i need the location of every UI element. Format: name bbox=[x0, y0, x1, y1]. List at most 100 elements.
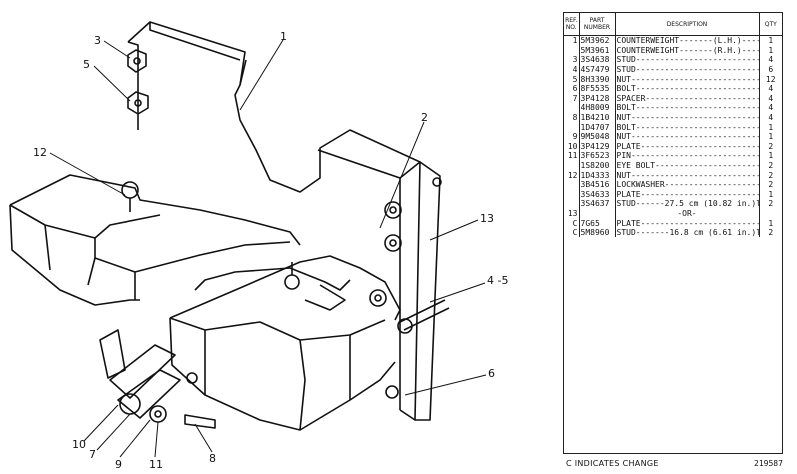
part-number-cell: 3B4516 bbox=[579, 179, 616, 190]
ref-cell: 4 bbox=[564, 64, 580, 75]
table-row: 13-OR- bbox=[564, 208, 782, 219]
ref-cell: 9 bbox=[564, 131, 580, 142]
part-number-cell: 8H3390 bbox=[579, 74, 616, 84]
part-number-cell: 9M5048 bbox=[579, 131, 616, 142]
description-cell: PLATE--------------------------- bbox=[615, 189, 760, 200]
description-cell: STUD---------------------------- bbox=[615, 55, 760, 65]
part-number-cell: 1D4333 bbox=[579, 170, 616, 180]
ref-cell bbox=[564, 45, 580, 56]
qty-cell: 1 bbox=[768, 122, 774, 132]
ref-cell bbox=[564, 199, 580, 209]
description-cell: NUT----------------------------- bbox=[615, 74, 760, 84]
part-number-cell: 5M8960 bbox=[579, 227, 616, 238]
description-cell: COUNTERWEIGHT-------(R.H.)------ bbox=[615, 45, 760, 56]
part-number-cell: 3P4129 bbox=[579, 141, 616, 152]
ref-cell: 1 bbox=[564, 35, 580, 46]
ref-cell: 7 bbox=[564, 93, 580, 104]
qty-cell: 1 bbox=[768, 36, 774, 46]
description-cell: LOCKWASHER---------------------- bbox=[615, 179, 760, 190]
part-number-cell: 3S4638 bbox=[579, 55, 616, 65]
callout-5: 5 bbox=[83, 58, 90, 71]
part-number-cell: 3F6523 bbox=[579, 151, 616, 161]
description-cell: STUD---------------------------- bbox=[615, 64, 760, 75]
qty-cell: 2 bbox=[768, 199, 774, 209]
callout-8: 8 bbox=[209, 452, 216, 465]
qty-cell: 12 bbox=[765, 74, 776, 84]
leader-lines bbox=[49, 39, 487, 458]
description-cell: COUNTERWEIGHT-------(L.H.)------ bbox=[615, 35, 760, 46]
qty-cell: 4 bbox=[768, 113, 774, 123]
description-cell: BOLT---------------------------- bbox=[615, 83, 760, 94]
description-cell: SPACER-------------------------- bbox=[615, 93, 760, 104]
qty-cell: 4 bbox=[768, 55, 774, 65]
header-qty: QTY bbox=[759, 13, 782, 36]
ref-cell: 10 bbox=[564, 141, 580, 152]
ref-cell bbox=[564, 103, 580, 113]
part-number-cell: 1S8200 bbox=[579, 160, 616, 171]
qty-cell bbox=[759, 209, 782, 219]
ref-cell: C bbox=[564, 227, 580, 238]
part-number-cell: 4S7479 bbox=[579, 64, 616, 75]
qty-cell: 2 bbox=[768, 228, 774, 238]
header-part-number: PART NUMBER bbox=[579, 13, 616, 36]
part-number-cell: 3P4128 bbox=[579, 93, 616, 104]
header-description: DESCRIPTION bbox=[615, 13, 760, 36]
qty-cell: 4 bbox=[768, 93, 774, 103]
qty-cell: 2 bbox=[768, 180, 774, 190]
part-number-cell: 5M3961 bbox=[579, 45, 616, 56]
part-number-cell: 1B4210 bbox=[579, 112, 616, 123]
description-cell: NUT----------------------------- bbox=[615, 170, 760, 180]
qty-cell: 1 bbox=[768, 45, 774, 55]
change-note: C INDICATES CHANGE bbox=[566, 459, 659, 468]
callout-11: 11 bbox=[149, 458, 163, 471]
qty-cell: 1 bbox=[768, 189, 774, 199]
description-cell: STUD-------16.8 cm (6.61 in.)long bbox=[615, 227, 760, 238]
callout-13: 13 bbox=[480, 212, 494, 225]
part-number-cell: 1D4707 bbox=[579, 122, 616, 132]
description-cell: EYE BOLT------------------------ bbox=[615, 160, 760, 171]
qty-cell: 1 bbox=[768, 218, 774, 228]
ref-cell bbox=[564, 160, 580, 171]
drawing-number: 219587 bbox=[754, 459, 783, 468]
exploded-parts-illustration: 1 2 3 5 12 13 4 -5 6 10 7 9 11 8 bbox=[9, 21, 508, 471]
description-cell: BOLT---------------------------- bbox=[615, 103, 760, 113]
callout-9: 9 bbox=[115, 458, 122, 471]
callout-6: 6 bbox=[488, 367, 495, 380]
callout-4-5: 4 -5 bbox=[487, 274, 508, 287]
ref-cell: 13 bbox=[564, 208, 580, 219]
description-cell: PLATE--------------------------- bbox=[615, 218, 760, 228]
qty-cell: 2 bbox=[768, 141, 774, 151]
qty-cell: 1 bbox=[768, 151, 774, 161]
counterweight-drawing bbox=[9, 21, 450, 431]
ref-cell: 6 bbox=[564, 83, 580, 94]
part-number-cell: 8F5535 bbox=[579, 83, 616, 94]
part-number-cell: 3S4633 bbox=[579, 189, 616, 200]
qty-cell: 4 bbox=[768, 84, 774, 94]
callout-1: 1 bbox=[280, 30, 287, 43]
ref-cell: 3 bbox=[564, 55, 580, 65]
part-number-cell: 3S4637 bbox=[579, 199, 616, 209]
description-cell: NUT----------------------------- bbox=[615, 112, 760, 123]
ref-cell bbox=[564, 179, 580, 190]
ref-cell: 11 bbox=[564, 151, 580, 161]
header-ref-no: REF. NO. bbox=[564, 13, 580, 36]
parts-table-header: REF. NO. PART NUMBER DESCRIPTION QTY bbox=[564, 13, 782, 36]
ref-cell: 5 bbox=[564, 74, 580, 84]
